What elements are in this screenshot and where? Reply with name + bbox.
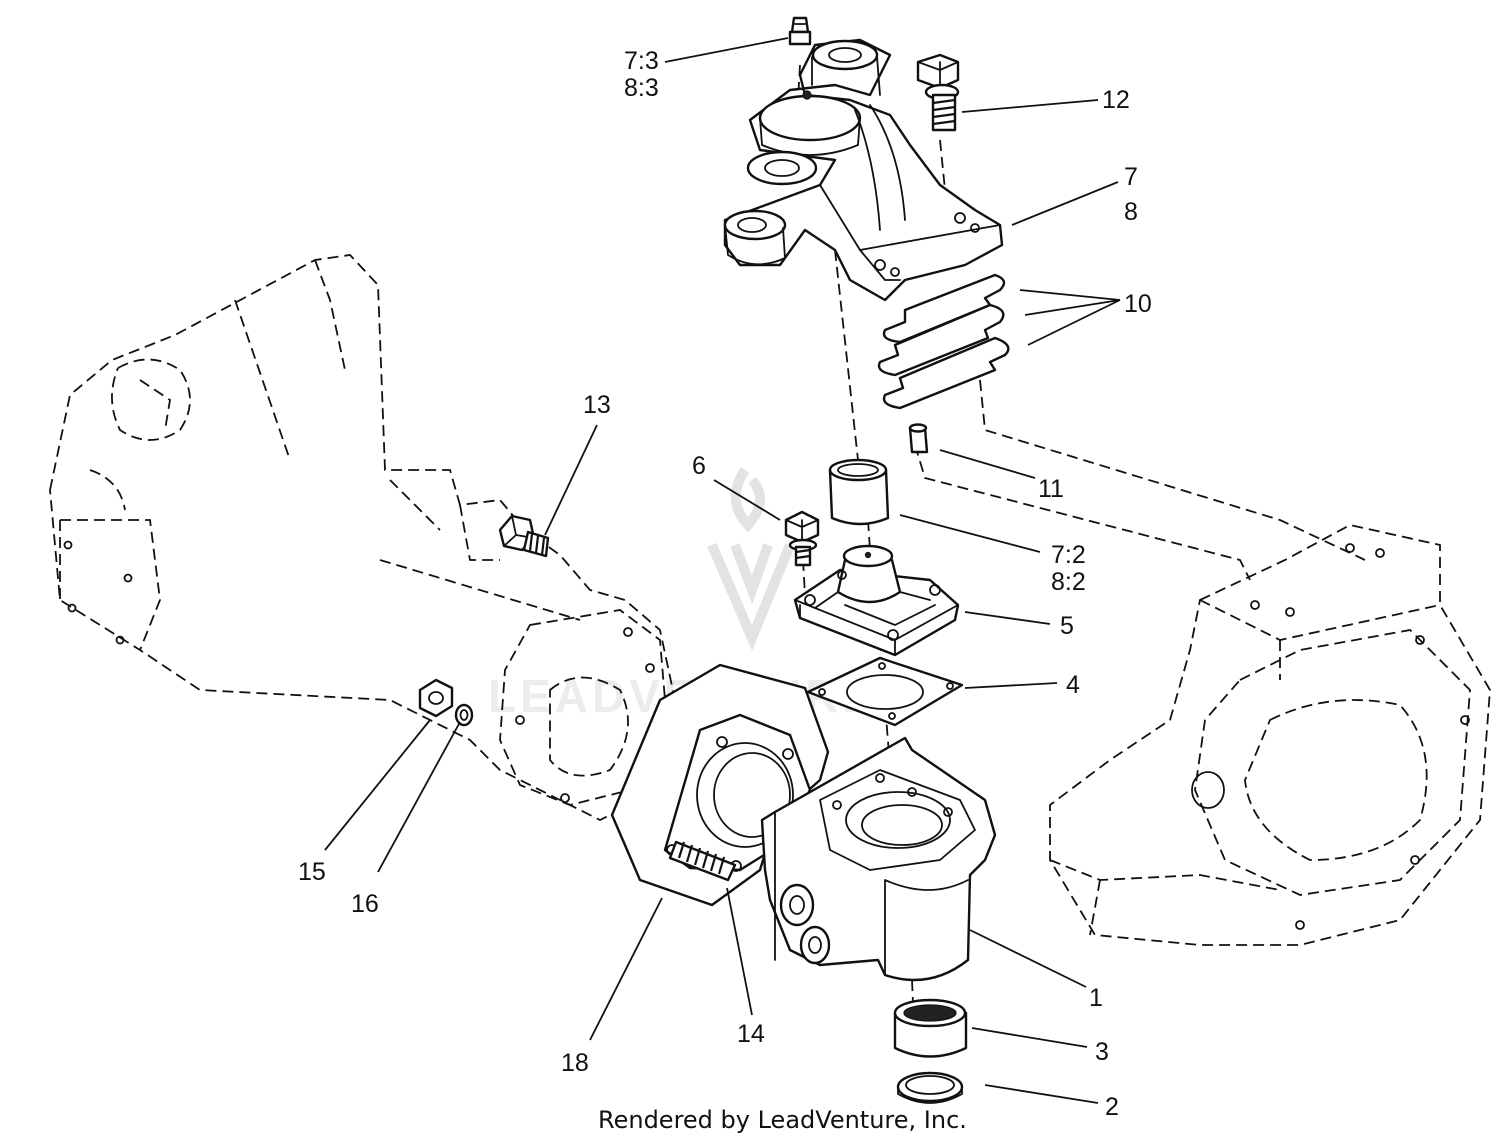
callout-7-2: 7:2	[1051, 541, 1086, 569]
part-11-dowel-pin	[908, 423, 929, 454]
callout-18: 18	[561, 1049, 589, 1077]
part-4-gasket	[806, 656, 964, 727]
callout-13: 13	[583, 391, 611, 419]
part-10-shims	[877, 273, 1010, 410]
part-bushing	[828, 458, 890, 526]
part-3-needle-bearing	[893, 998, 968, 1058]
callout-6: 6	[692, 452, 706, 480]
part-1-spindle-housing	[760, 736, 997, 982]
callout-7: 7	[1124, 163, 1138, 191]
render-credit: Rendered by LeadVenture, Inc.	[598, 1106, 967, 1134]
callout-8-3: 8:3	[624, 74, 659, 102]
part-14-stud	[668, 840, 737, 882]
callout-15: 15	[298, 858, 326, 886]
part-15-nut	[418, 678, 454, 718]
part-16-washer	[454, 703, 474, 727]
callout-8: 8	[1124, 198, 1138, 226]
part-6-bolt	[784, 510, 820, 567]
callout-7-3: 7:3	[624, 47, 659, 75]
callout-leader-lines	[324, 37, 1121, 1104]
callout-labels: 7:3 8:3 12 7 8 10 11 7:2 8:2 5 4 1 3 2 6…	[298, 47, 1152, 1121]
callout-2: 2	[1105, 1093, 1119, 1121]
part-grease-fitting	[788, 16, 812, 46]
axle-housing-left-ghost	[49, 254, 676, 822]
callout-11: 11	[1038, 475, 1064, 503]
watermark-logo-icon	[707, 543, 795, 651]
part-7-8-steering-arm	[723, 38, 1004, 302]
callout-3: 3	[1095, 1038, 1109, 1066]
callout-8-2: 8:2	[1051, 568, 1086, 596]
watermark-flame-icon	[730, 467, 765, 533]
callout-14: 14	[737, 1020, 765, 1048]
callout-12: 12	[1102, 86, 1130, 114]
part-5-housing-cap	[793, 544, 960, 657]
callout-1: 1	[1089, 984, 1103, 1012]
callout-5: 5	[1060, 612, 1074, 640]
axle-housing-right-ghost	[1049, 524, 1491, 946]
part-13-bolt	[498, 514, 550, 558]
part-2-seal-ring	[896, 1071, 964, 1104]
callout-4: 4	[1066, 671, 1080, 699]
callout-10: 10	[1124, 290, 1152, 318]
callout-16: 16	[351, 890, 379, 918]
part-12-bolt	[916, 53, 960, 132]
